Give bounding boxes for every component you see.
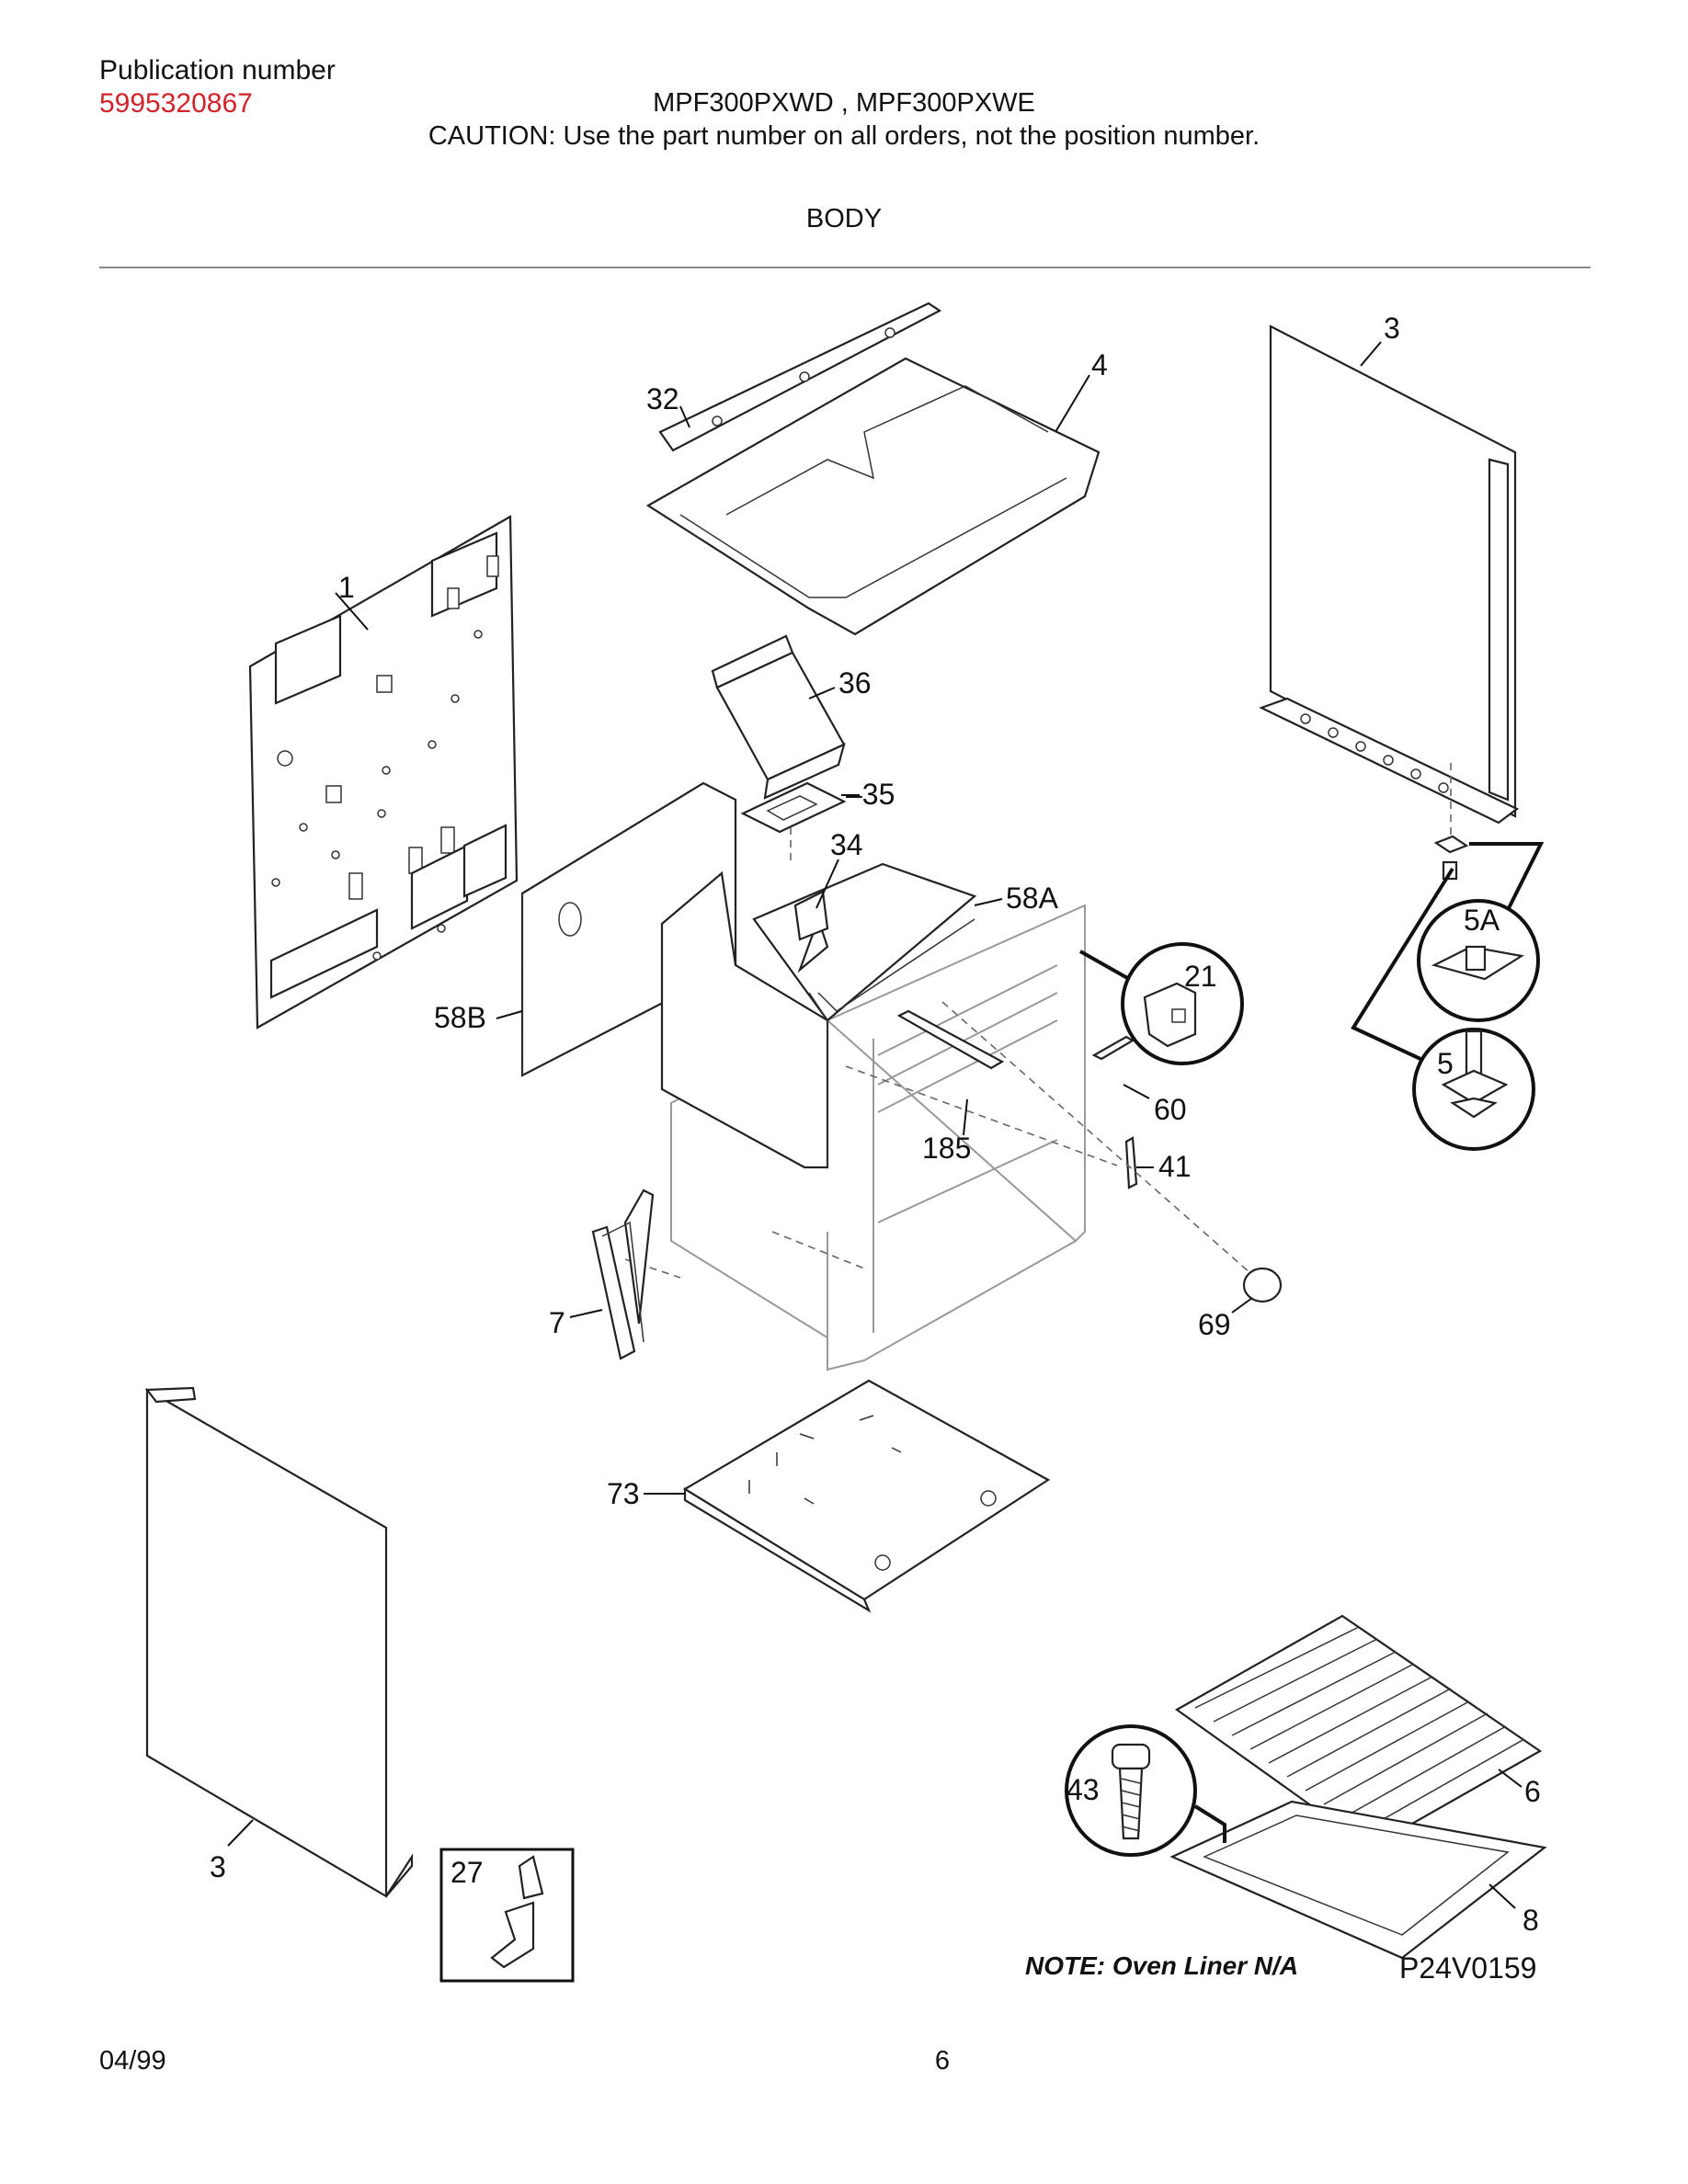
part-1-back-panel — [248, 515, 519, 1029]
exploded-parts-diagram: 1 3 4 32 36 –35 34 58A 21 5A 5 58B 60 18… — [144, 301, 1547, 1985]
callout-labels: 1 3 4 32 36 –35 34 58A 21 5A 5 58B 60 18… — [210, 312, 1541, 1985]
footer-date: 04/99 — [99, 2046, 166, 2076]
part-8-broiler-pan — [1169, 1800, 1547, 1960]
callout-3-bottom: 3 — [210, 1850, 226, 1883]
callout-58a: 58A — [1006, 882, 1059, 915]
callout-73: 73 — [607, 1477, 640, 1510]
callout-21: 21 — [1184, 960, 1217, 993]
model-numbers: MPF300PXWD , MPF300PXWE — [653, 88, 1035, 118]
caution-text: CAUTION: Use the part number on all orde… — [428, 121, 1260, 151]
callout-4: 4 — [1091, 348, 1108, 381]
publication-number: 5995320867 — [99, 88, 253, 119]
part-60-clip — [1091, 1035, 1135, 1061]
callout-43: 43 — [1066, 1773, 1100, 1806]
callout-69: 69 — [1198, 1308, 1231, 1341]
part-58b-insulation-side — [520, 781, 737, 1077]
part-27-inset — [439, 1848, 575, 1983]
detail-connectors — [1079, 842, 1545, 1843]
callout-8: 8 — [1523, 1904, 1539, 1937]
detail-circle-5a — [1417, 899, 1540, 1022]
part-35-gasket — [740, 781, 847, 834]
callout-36: 36 — [838, 666, 872, 700]
part-36-vent-duct — [711, 634, 846, 800]
part-6-oven-rack — [1174, 1614, 1543, 1849]
callout-7: 7 — [549, 1306, 565, 1339]
part-3-side-panel-left — [144, 1386, 414, 1898]
callout-34: 34 — [830, 828, 863, 861]
callout-60: 60 — [1154, 1093, 1187, 1126]
callout-27: 27 — [451, 1856, 484, 1889]
part-73-oven-bottom — [682, 1379, 1051, 1613]
callout-35: –35 — [846, 778, 895, 811]
page-number: 6 — [934, 2046, 951, 2076]
part-4-top-panel — [645, 357, 1101, 636]
callout-185: 185 — [922, 1132, 971, 1165]
detail-circle-21 — [1121, 942, 1244, 1065]
callout-32: 32 — [646, 382, 679, 415]
publication-label: Publication number — [99, 55, 336, 85]
callout-6: 6 — [1524, 1775, 1541, 1808]
detail-circle-5 — [1412, 1028, 1535, 1151]
callout-5: 5 — [1437, 1047, 1454, 1080]
assembly-lines — [624, 827, 1251, 1279]
section-title: BODY — [805, 204, 883, 233]
leader-lines — [227, 341, 1523, 1909]
callout-58b: 58B — [434, 1001, 486, 1034]
part-7-hinge — [591, 1189, 655, 1360]
header-divider — [99, 267, 1591, 268]
part-32-rail — [658, 301, 942, 452]
part-41-bracket — [1124, 1136, 1138, 1189]
callout-41: 41 — [1158, 1150, 1192, 1183]
oven-liner-note: NOTE: Oven Liner N/A — [1025, 1951, 1298, 1980]
detail-circle-43 — [1065, 1724, 1197, 1857]
callout-3-top: 3 — [1384, 312, 1400, 345]
callout-1: 1 — [338, 571, 355, 604]
part-69-plug — [1242, 1267, 1283, 1303]
callout-5a: 5A — [1464, 904, 1500, 937]
diagram-code: P24V0159 — [1399, 1951, 1536, 1985]
part-185-vent — [896, 1009, 1005, 1070]
part-3-side-panel-right — [1259, 324, 1520, 846]
